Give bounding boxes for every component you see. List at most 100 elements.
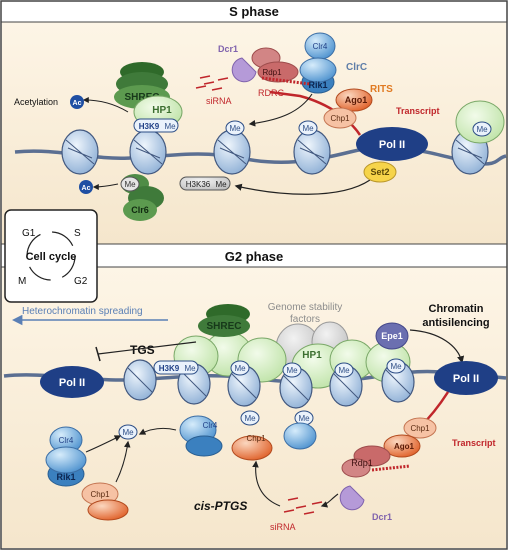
svg-text:Ago1: Ago1: [394, 442, 415, 451]
genome-stability-line2: factors: [290, 314, 320, 325]
g2-me-tag-3: Me: [334, 362, 354, 378]
s-phase-rdp1: Rdp1: [251, 47, 299, 83]
s-phase-sirna-label: siRNA: [206, 96, 232, 106]
svg-text:Epe1: Epe1: [381, 331, 403, 341]
rits-label: RITS: [370, 84, 393, 95]
s-phase-title: S phase: [229, 4, 279, 19]
svg-text:Me: Me: [234, 364, 246, 373]
ac-tag-top: Ac: [70, 95, 84, 109]
clrc-to-me-arrow: [248, 93, 313, 127]
g2-dcr1-label: Dcr1: [372, 512, 392, 522]
deacetylation-arrow: [92, 183, 119, 190]
g2-chp1-left: Chp1: [81, 482, 129, 521]
svg-text:S: S: [74, 228, 81, 239]
svg-text:G2: G2: [74, 276, 88, 287]
tgs-inhibition-line: [97, 341, 197, 355]
acetylation-arrow: [82, 97, 129, 113]
svg-text:Ago1: Ago1: [345, 95, 368, 105]
svg-text:M: M: [18, 276, 26, 287]
svg-text:Me: Me: [184, 364, 196, 373]
g2-sirna-marks: [283, 497, 323, 515]
s-phase-dsrna: [261, 76, 311, 86]
g2-chp1-right: Chp1: [403, 417, 437, 439]
g2-h3k9me-tag: H3K9 Me: [153, 360, 199, 375]
s-phase-chp1: Chp1: [323, 107, 357, 129]
g2-me-tag-5: Me: [118, 424, 138, 440]
set2: Set2: [363, 161, 397, 183]
svg-text:Me: Me: [244, 414, 256, 423]
chromatin-antisilencing-line2: antisilencing: [422, 317, 489, 329]
epe1: Epe1: [375, 322, 409, 350]
svg-text:Me: Me: [338, 366, 350, 375]
cell-cycle-title: Cell cycle: [26, 251, 77, 263]
s-phase-transcript-label: Transcript: [396, 106, 440, 116]
g2-transcript-label: Transcript: [452, 438, 496, 448]
g2-me-tag-4: Me: [386, 358, 406, 374]
sirna-to-chp1-arrow: [252, 460, 281, 507]
ac-tag-bottom: Ac: [79, 180, 93, 194]
svg-text:Chp1: Chp1: [246, 434, 266, 443]
svg-text:Pol II: Pol II: [379, 139, 405, 151]
svg-text:H3K36: H3K36: [186, 180, 211, 189]
svg-text:G1: G1: [22, 228, 36, 239]
svg-text:H3K9: H3K9: [159, 364, 180, 373]
g2-rik1: Rik1: [45, 446, 87, 487]
s-phase-clr4: Clr4: [304, 32, 336, 60]
svg-text:Chp1: Chp1: [330, 114, 350, 123]
g2-shrec-label: SHREC: [206, 321, 241, 332]
g2-me-tag-6: Me: [240, 410, 260, 426]
s-phase-me-tag-clr6: Me: [120, 176, 140, 192]
svg-text:Chp1: Chp1: [90, 490, 110, 499]
svg-text:Me: Me: [286, 366, 298, 375]
svg-text:Rik1: Rik1: [308, 80, 327, 90]
svg-text:Set2: Set2: [370, 167, 389, 177]
g2-dcr1: [339, 485, 365, 511]
svg-text:Clr4: Clr4: [313, 42, 328, 51]
s-phase-nucleosome-1: [61, 129, 99, 175]
s-phase-rik1: Rik1: [299, 57, 337, 94]
svg-text:Me: Me: [302, 124, 314, 133]
svg-text:Me: Me: [164, 122, 176, 131]
chp1-to-me-arrow: [115, 440, 131, 483]
g2-nucleosome-1: [123, 359, 157, 401]
s-phase-h3k9me-tag: H3K9 Me: [133, 118, 179, 133]
s-phase-nucleosome-2: [129, 129, 167, 175]
svg-text:Ac: Ac: [82, 185, 91, 192]
clr4-mid-to-me-arrow: [138, 427, 177, 435]
svg-text:Ac: Ac: [73, 100, 82, 107]
set2-to-h3k36-arrow: [234, 179, 371, 195]
svg-text:Rdp1: Rdp1: [262, 68, 282, 77]
s-phase-me-tag-3: Me: [225, 120, 245, 136]
rdrc-label: RDRC: [258, 88, 284, 98]
s-phase-dcr1: [231, 57, 257, 83]
s-phase-me-tag-right: Me: [472, 121, 492, 137]
g2-nucleosome-6: [381, 361, 415, 403]
svg-text:Me: Me: [122, 428, 134, 437]
svg-text:Me: Me: [124, 180, 136, 189]
g2-dsrna: [371, 464, 411, 472]
cis-ptgs-label: cis-PTGS: [194, 499, 247, 513]
g2-phase-title: G2 phase: [225, 249, 284, 264]
s-phase-me-tag-4: Me: [298, 120, 318, 136]
svg-text:Clr6: Clr6: [131, 205, 149, 215]
g2-rdp1: Rdp1: [341, 445, 391, 478]
h3k36me-tag: H3K36 Me: [179, 176, 231, 191]
g2-nucleosome-4: [279, 367, 313, 409]
s-phase-sirna-marks: [195, 75, 229, 91]
g2-me-tag-1: Me: [230, 360, 250, 376]
svg-text:H3K9: H3K9: [139, 122, 160, 131]
genome-stability-line1: Genome stability: [268, 302, 342, 313]
g2-sirna-label: siRNA: [270, 522, 296, 532]
g2-clr4-mid: Clr4: [179, 415, 223, 457]
heterochromatin-spreading-label: Heterochromatin spreading: [22, 306, 143, 317]
s-phase-nucleosome-3: [213, 129, 251, 175]
g2-pol2-right: Pol II: [434, 361, 498, 395]
svg-text:Rik1: Rik1: [56, 472, 75, 482]
rik1-to-me-arrow: [85, 435, 122, 453]
s-phase-ago1: Ago1: [335, 88, 373, 112]
g2-blue-blob-mid: [283, 422, 317, 450]
s-phase-nucleosome-4: [293, 129, 331, 175]
svg-text:Pol II: Pol II: [453, 373, 479, 385]
